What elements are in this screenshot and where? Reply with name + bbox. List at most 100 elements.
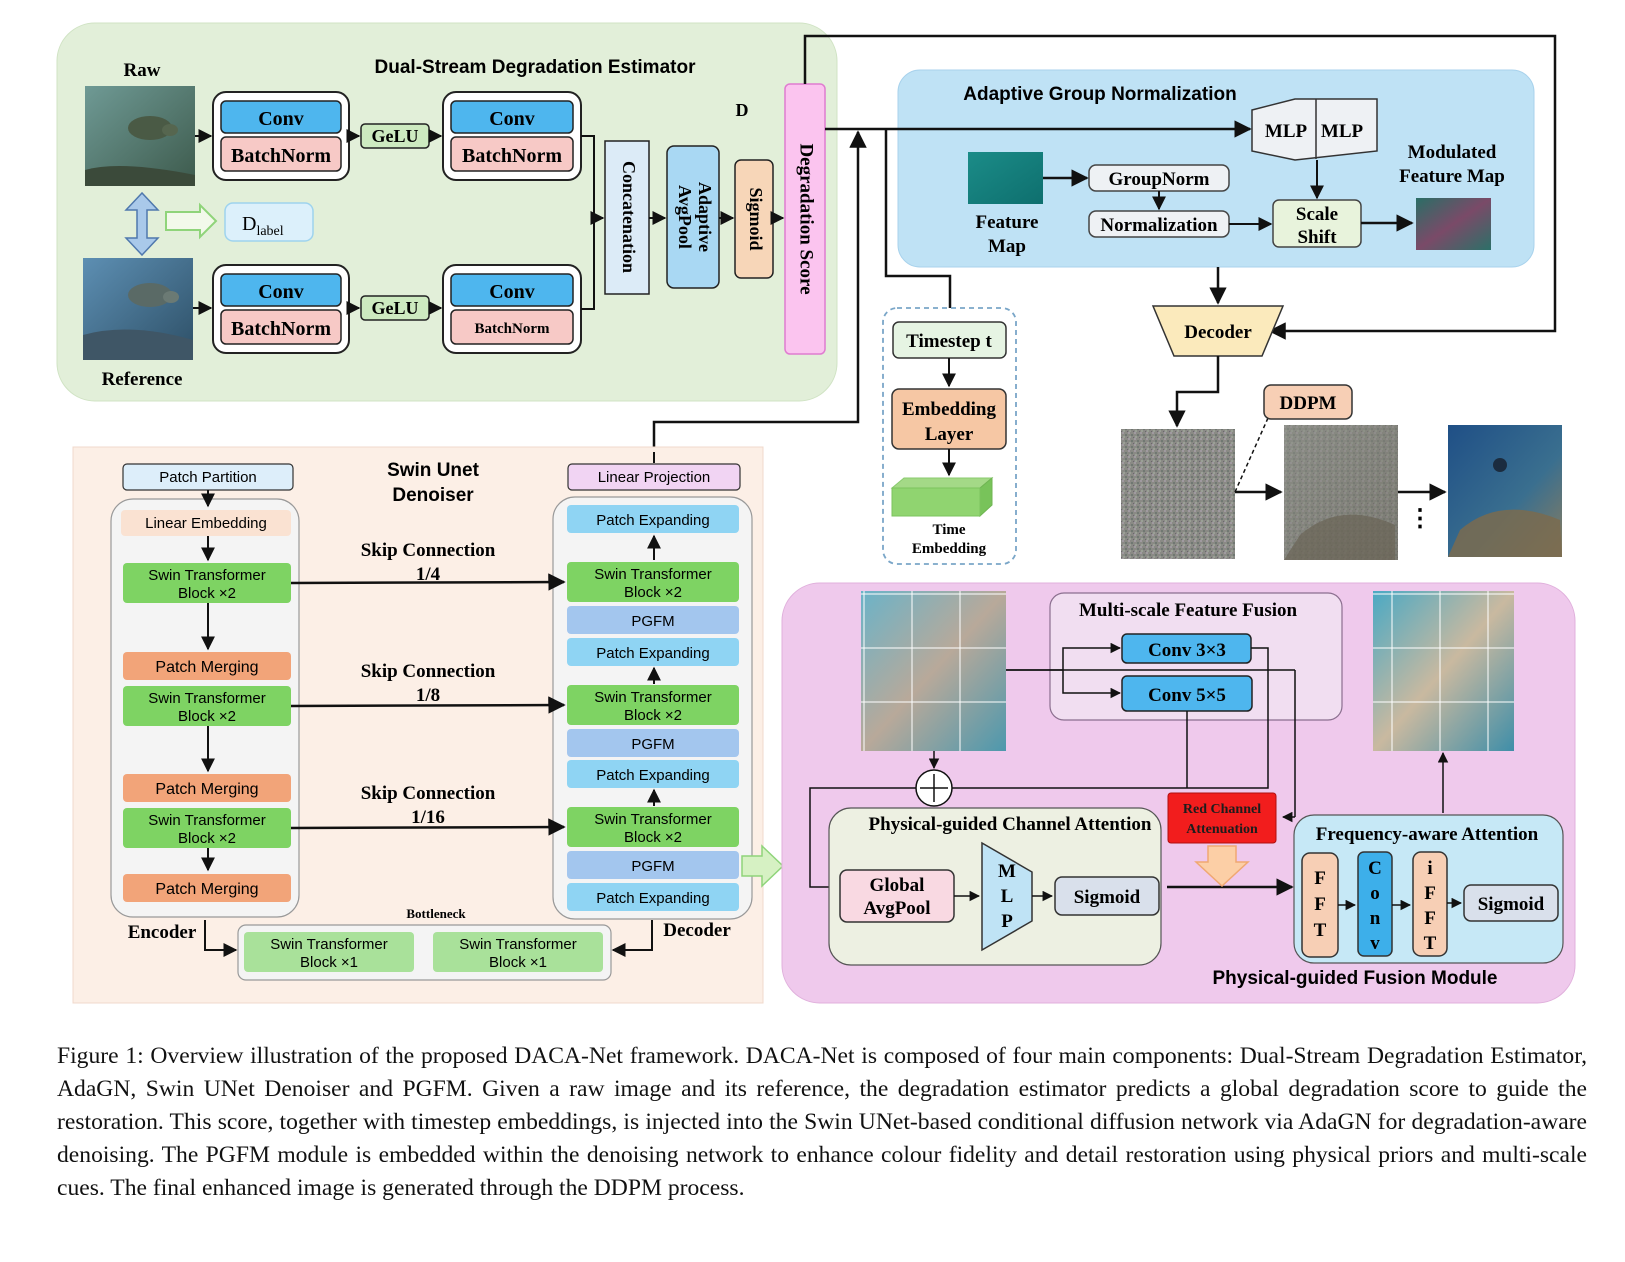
timestep-embedding-panel: Timestep t Embedding Layer Time Embeddin… bbox=[882, 307, 1017, 565]
svg-text:AvgPool: AvgPool bbox=[863, 898, 930, 919]
reference-label: Reference bbox=[102, 369, 183, 390]
attenuation-arrow bbox=[1194, 845, 1250, 888]
decoder-swin-block-2: Swin Transformer Block ×2 bbox=[567, 685, 739, 725]
encoder-swin-block-2: Swin Transformer Block ×2 bbox=[123, 686, 291, 726]
svg-text:C: C bbox=[1368, 858, 1382, 879]
svg-text:BatchNorm: BatchNorm bbox=[475, 321, 550, 337]
linear-projection-box bbox=[567, 463, 741, 491]
patch-expanding-2: Patch Expanding bbox=[567, 638, 739, 666]
svg-text:Concatenation: Concatenation bbox=[619, 161, 639, 273]
svg-text:Multi-scale Feature Fusion: Multi-scale Feature Fusion bbox=[1079, 600, 1298, 621]
svg-text:Patch Expanding: Patch Expanding bbox=[596, 512, 709, 529]
svg-text:Red Channel: Red Channel bbox=[1183, 802, 1261, 817]
svg-text:Scale: Scale bbox=[1296, 204, 1338, 225]
normalization-box: Normalization bbox=[1088, 210, 1230, 238]
swin-unet-denoiser: Swin Unet Denoiser Patch Partition Linea… bbox=[72, 446, 764, 1004]
linear-embedding-box bbox=[121, 510, 291, 536]
patch-merging-2: Patch Merging bbox=[123, 774, 291, 802]
svg-text:MLP: MLP bbox=[1321, 121, 1364, 142]
patch-merging-1: Patch Merging bbox=[123, 652, 291, 680]
svg-text:Patch Merging: Patch Merging bbox=[155, 659, 258, 676]
svg-text:v: v bbox=[1370, 933, 1380, 954]
patch-merging-3: Patch Merging bbox=[123, 874, 291, 902]
dual-stream-estimator: Dual-Stream Degradation Estimator Raw Re… bbox=[56, 22, 838, 402]
svg-text:Map: Map bbox=[988, 236, 1026, 257]
svg-text:F: F bbox=[1424, 883, 1436, 904]
svg-text:Swin Transformer: Swin Transformer bbox=[148, 812, 266, 829]
ddpm-box: DDPM bbox=[1263, 384, 1353, 420]
svg-text:Linear Projection: Linear Projection bbox=[598, 469, 711, 486]
svg-text:Conv 3×3: Conv 3×3 bbox=[1148, 640, 1226, 661]
pca-sigmoid-box: Sigmoid bbox=[1054, 876, 1160, 916]
svg-text:Degradation Score: Degradation Score bbox=[796, 143, 817, 294]
svg-text:Bottleneck: Bottleneck bbox=[406, 906, 466, 921]
conv-label: Conv bbox=[258, 108, 304, 130]
modulated-feature-map-image bbox=[1416, 198, 1491, 250]
svg-text:Denoiser: Denoiser bbox=[392, 485, 474, 506]
svg-text:Block ×2: Block ×2 bbox=[178, 830, 236, 847]
svg-text:Skip Connection: Skip Connection bbox=[361, 783, 496, 804]
svg-text:1/4: 1/4 bbox=[416, 564, 441, 585]
svg-text:Modulated: Modulated bbox=[1408, 142, 1497, 163]
adaptive-group-normalization: Adaptive Group Normalization Feature Map… bbox=[897, 69, 1535, 268]
encoder-swin-block-1: Swin Transformer Block ×2 bbox=[123, 563, 291, 603]
svg-text:Swin Transformer: Swin Transformer bbox=[270, 936, 388, 953]
dse-title: Dual-Stream Degradation Estimator bbox=[375, 57, 697, 78]
pair-double-arrow bbox=[124, 191, 160, 257]
svg-text:Patch Partition: Patch Partition bbox=[159, 469, 257, 486]
svg-text:Sigmoid: Sigmoid bbox=[746, 187, 766, 250]
svg-text:Layer: Layer bbox=[925, 424, 974, 445]
patch-expanding-4: Patch Expanding bbox=[567, 883, 739, 911]
pgfm-block-2: PGFM bbox=[567, 729, 739, 757]
degradation-score-box: Degradation Score bbox=[784, 83, 826, 355]
svg-text:Patch Expanding: Patch Expanding bbox=[596, 767, 709, 784]
svg-text:Frequency-aware Attention: Frequency-aware Attention bbox=[1316, 824, 1539, 845]
svg-text:Block ×1: Block ×1 bbox=[489, 954, 547, 971]
mlp-hexagon: MLP MLP bbox=[1251, 98, 1378, 161]
svg-text:1/16: 1/16 bbox=[411, 807, 445, 828]
svg-text:Block ×1: Block ×1 bbox=[300, 954, 358, 971]
patch-expanding-3: Patch Expanding bbox=[567, 760, 739, 788]
conv-block-ref-1: Conv BatchNorm bbox=[212, 264, 350, 354]
svg-text:1/8: 1/8 bbox=[416, 685, 440, 706]
decoder-swin-block-1: Swin Transformer Block ×2 bbox=[567, 562, 739, 602]
svg-text:Encoder: Encoder bbox=[128, 922, 197, 943]
conv5x5-box: Conv 5×5 bbox=[1121, 675, 1253, 712]
svg-text:Swin Transformer: Swin Transformer bbox=[594, 811, 712, 828]
svg-text:Sigmoid: Sigmoid bbox=[1074, 887, 1141, 908]
svg-text:Patch Merging: Patch Merging bbox=[155, 781, 258, 798]
conv-block-ref-2: Conv BatchNorm bbox=[442, 264, 582, 354]
pgfm-block-3: PGFM bbox=[567, 851, 739, 879]
reference-image bbox=[83, 258, 193, 360]
global-avgpool-box: Global AvgPool bbox=[839, 869, 955, 923]
bottleneck-swin-block-2: Swin Transformer Block ×1 bbox=[433, 932, 603, 972]
gelu-bottom: GeLU bbox=[360, 295, 430, 321]
svg-text:Feature Map: Feature Map bbox=[1399, 166, 1505, 187]
svg-text:Conv: Conv bbox=[258, 281, 304, 303]
scale-shift-box: Scale Shift bbox=[1272, 199, 1362, 248]
svg-text:P: P bbox=[1001, 911, 1013, 932]
batchnorm-label: BatchNorm bbox=[231, 145, 331, 167]
bottleneck-swin-block-1: Swin Transformer Block ×1 bbox=[244, 932, 414, 972]
addition-node bbox=[915, 769, 953, 807]
svg-text:F: F bbox=[1424, 908, 1436, 929]
svg-text:Block ×2: Block ×2 bbox=[178, 585, 236, 602]
svg-text:BatchNorm: BatchNorm bbox=[231, 318, 331, 340]
d-label-sub: label bbox=[256, 224, 283, 239]
decoder-trapezoid: Decoder bbox=[1151, 305, 1285, 357]
svg-text:Conv: Conv bbox=[489, 108, 535, 130]
svg-text:Swin Transformer: Swin Transformer bbox=[148, 690, 266, 707]
svg-text:Embedding: Embedding bbox=[902, 399, 996, 420]
svg-text:Timestep t: Timestep t bbox=[906, 331, 992, 352]
svg-text:GeLU: GeLU bbox=[372, 126, 419, 146]
d-label-main: D bbox=[242, 213, 256, 235]
conv3x3-box: Conv 3×3 bbox=[1121, 633, 1252, 664]
svg-text:Normalization: Normalization bbox=[1100, 215, 1218, 236]
mlp-trapezoid: M L P bbox=[981, 841, 1033, 952]
noisy-image-1 bbox=[1121, 429, 1235, 559]
svg-text:F: F bbox=[1314, 894, 1326, 915]
skip-connection-label: Skip Connection bbox=[361, 540, 496, 561]
fft-box: F F T bbox=[1301, 852, 1339, 958]
svg-text:PGFM: PGFM bbox=[631, 736, 674, 753]
